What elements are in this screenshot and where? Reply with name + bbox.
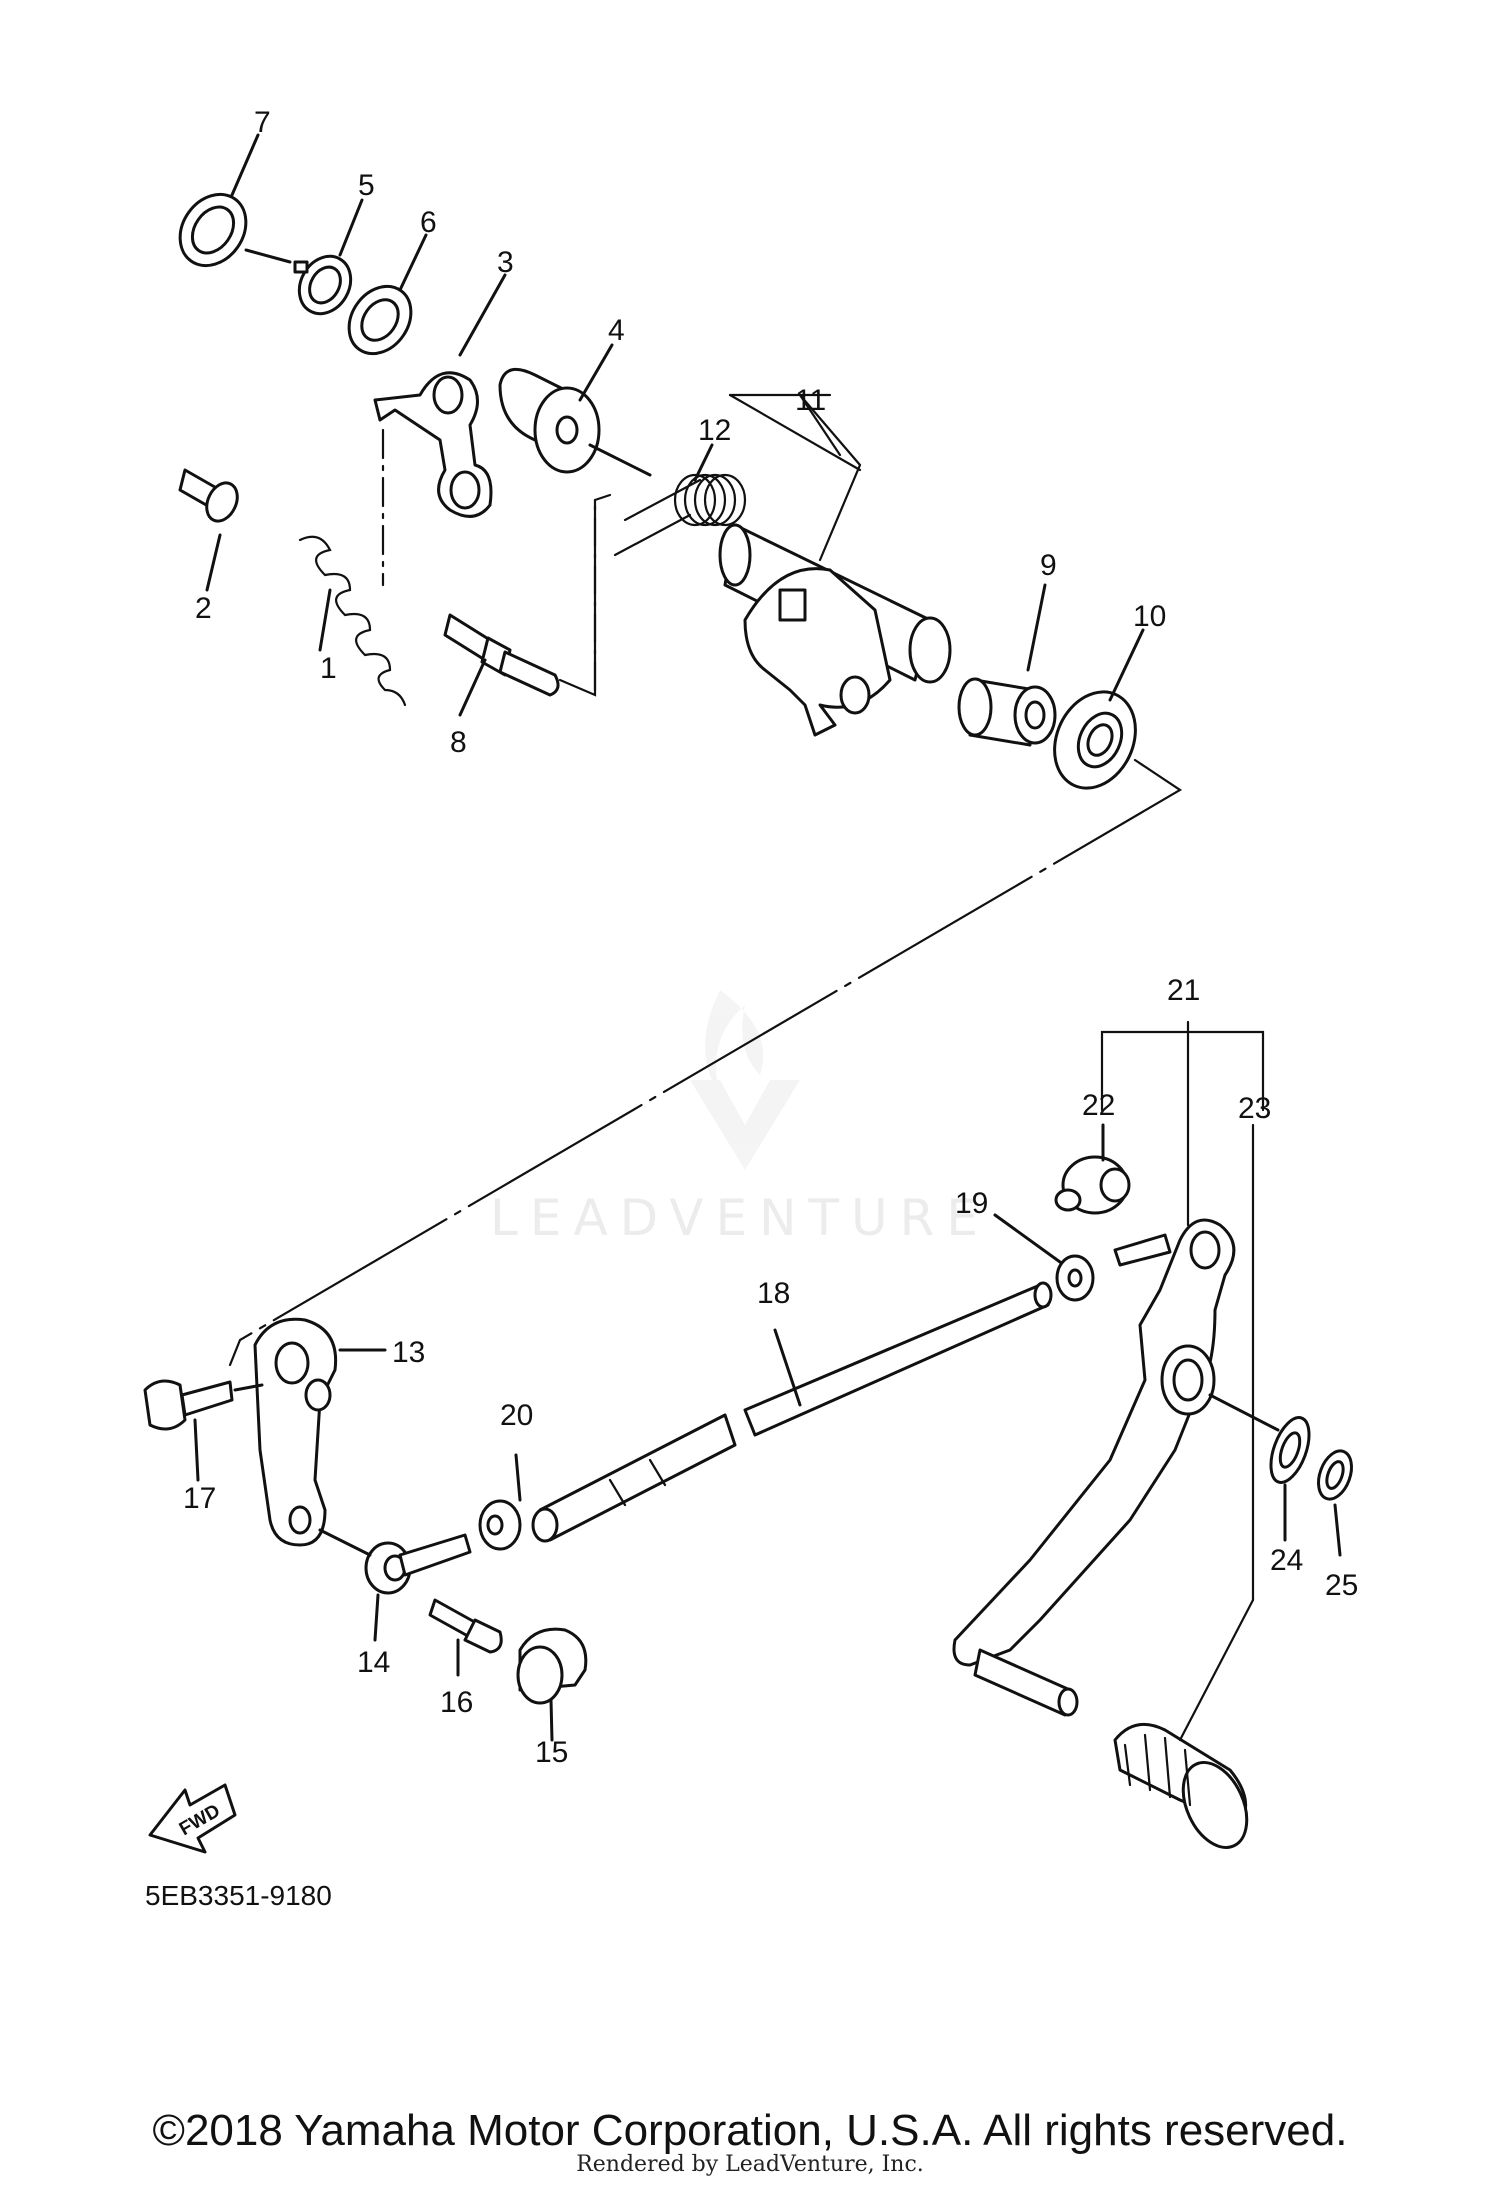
copyright-notice: ©2018 Yamaha Motor Corporation, U.S.A. A… xyxy=(152,2106,1348,2155)
rod-end-part-22[interactable] xyxy=(1054,1155,1131,1215)
circlip-part-5[interactable] xyxy=(289,247,361,323)
callout-leaders xyxy=(205,133,1145,717)
rod-end-part-14[interactable] xyxy=(364,1533,472,1595)
part-label-12: 12 xyxy=(698,414,731,447)
part-label-15: 15 xyxy=(535,1736,568,1769)
part-label-19: 19 xyxy=(955,1187,988,1220)
part-label-24: 24 xyxy=(1270,1544,1303,1577)
part-label-20: 20 xyxy=(500,1399,533,1432)
washer-part-6[interactable] xyxy=(336,274,423,365)
part-label-14: 14 xyxy=(357,1646,390,1679)
part-label-21: 21 xyxy=(1167,974,1200,1007)
nut-part-19[interactable] xyxy=(1055,1254,1095,1302)
part-label-17: 17 xyxy=(183,1482,216,1515)
washer-part-7[interactable] xyxy=(167,182,260,279)
washer-part-24[interactable] xyxy=(1263,1413,1316,1488)
shift-arm-part-13[interactable] xyxy=(253,1317,338,1547)
oil-seal-part-10[interactable] xyxy=(1039,679,1150,802)
part-label-4: 4 xyxy=(608,314,625,347)
forward-arrow-icon: FWD xyxy=(148,1783,237,1854)
shift-pedal-part-21[interactable] xyxy=(952,1218,1236,1717)
cap-nut-part-15[interactable] xyxy=(516,1627,588,1705)
part-number-labels: 1 2 3 4 5 6 7 8 9 10 11 12 13 14 15 16 1… xyxy=(183,106,1358,1769)
part-label-18: 18 xyxy=(757,1277,790,1310)
part-label-7: 7 xyxy=(254,106,271,139)
pedal-rubber-part-23[interactable] xyxy=(1113,1722,1259,1857)
clip-part-25[interactable] xyxy=(1312,1446,1357,1503)
pin-part-2[interactable] xyxy=(178,468,243,526)
part-label-13: 13 xyxy=(392,1336,425,1369)
bolt-part-16[interactable] xyxy=(428,1598,503,1654)
watermark-logo xyxy=(690,990,800,1170)
watermark-text: LEADVENTURE xyxy=(490,1189,990,1247)
spring-part-1[interactable] xyxy=(298,535,407,707)
bolt-part-8[interactable] xyxy=(443,613,560,697)
part-label-6: 6 xyxy=(420,206,437,239)
bolt-part-17[interactable] xyxy=(143,1379,234,1431)
part-label-10: 10 xyxy=(1133,600,1166,633)
part-label-16: 16 xyxy=(440,1686,473,1719)
rendered-by-notice: Rendered by LeadVenture, Inc. xyxy=(576,2152,924,2177)
part-label-3: 3 xyxy=(497,246,514,279)
lever-part-3[interactable] xyxy=(373,371,493,518)
spring-part-12[interactable] xyxy=(613,473,747,557)
diagram-code: 5EB3351-9180 xyxy=(145,1880,332,1911)
part-label-23: 23 xyxy=(1238,1092,1271,1125)
part-label-11: 11 xyxy=(795,384,826,417)
part-label-8: 8 xyxy=(450,726,467,759)
part-label-25: 25 xyxy=(1325,1569,1358,1602)
bushing-part-9[interactable] xyxy=(957,677,1057,747)
nut-part-20[interactable] xyxy=(478,1499,522,1551)
part-label-9: 9 xyxy=(1040,549,1057,582)
collar-part-4[interactable] xyxy=(498,367,601,474)
part-label-22: 22 xyxy=(1082,1089,1115,1122)
part-label-5: 5 xyxy=(358,169,375,202)
shift-rod-part-18[interactable] xyxy=(531,1281,1053,1543)
shift-shaft-part-11[interactable] xyxy=(718,523,952,737)
part-label-1: 1 xyxy=(320,652,337,685)
part-label-2: 2 xyxy=(195,592,212,625)
